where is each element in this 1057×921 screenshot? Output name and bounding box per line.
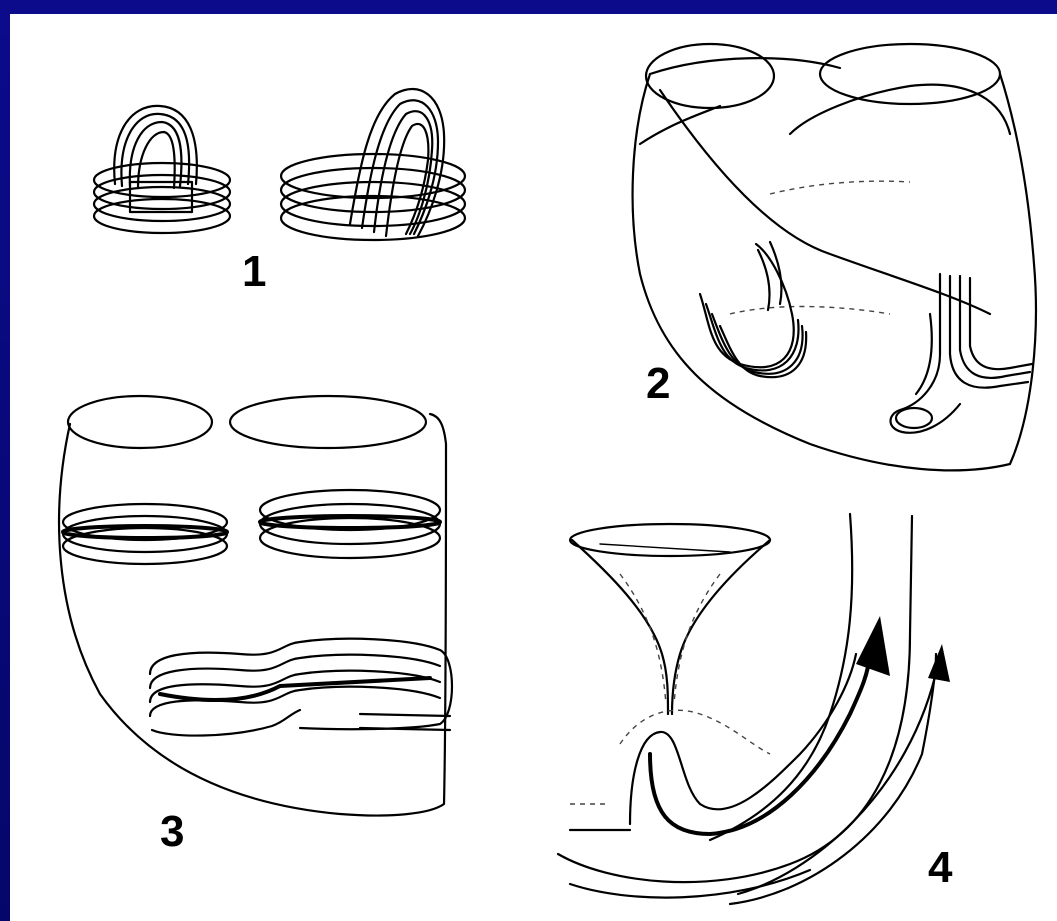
panel-4-outer-arcs: [558, 514, 950, 904]
panel-4-main-flow-arrow: [650, 654, 870, 834]
panel-3-lower-figure-eight-band: [150, 639, 452, 736]
panel-3-upper-left-band: [63, 504, 227, 564]
panel-2-right-papillary-bundle: [891, 274, 1033, 433]
panel-3-label: 3: [160, 807, 184, 856]
heart-muscle-fiber-diagram: 1: [10, 14, 1057, 921]
panel-1-right-ring-stack: [281, 89, 465, 240]
panel-2-illustration: 2: [633, 44, 1036, 470]
panel-2-label: 2: [646, 359, 670, 408]
panel-4-illustration: 4: [558, 514, 953, 904]
panel-4-funnel: [570, 524, 770, 714]
panel-3-upper-right-band: [260, 490, 440, 558]
panel-2-heart-outline: [633, 74, 1036, 470]
panel-1-illustration: 1: [94, 89, 465, 296]
panel-1-left-ring-stack: [94, 106, 230, 233]
panel-3-illustration: 3: [59, 396, 452, 856]
panel-4-label: 4: [928, 843, 953, 892]
panel-4-outer-arrowhead: [928, 644, 950, 682]
panel-4-main-arrowhead: [856, 616, 890, 676]
panel-3-heart-outline: [59, 414, 446, 816]
panel-4-vortex-loop: [570, 616, 890, 834]
diagram-sheet: 1: [10, 14, 1057, 921]
panel-1-label: 1: [242, 247, 266, 296]
